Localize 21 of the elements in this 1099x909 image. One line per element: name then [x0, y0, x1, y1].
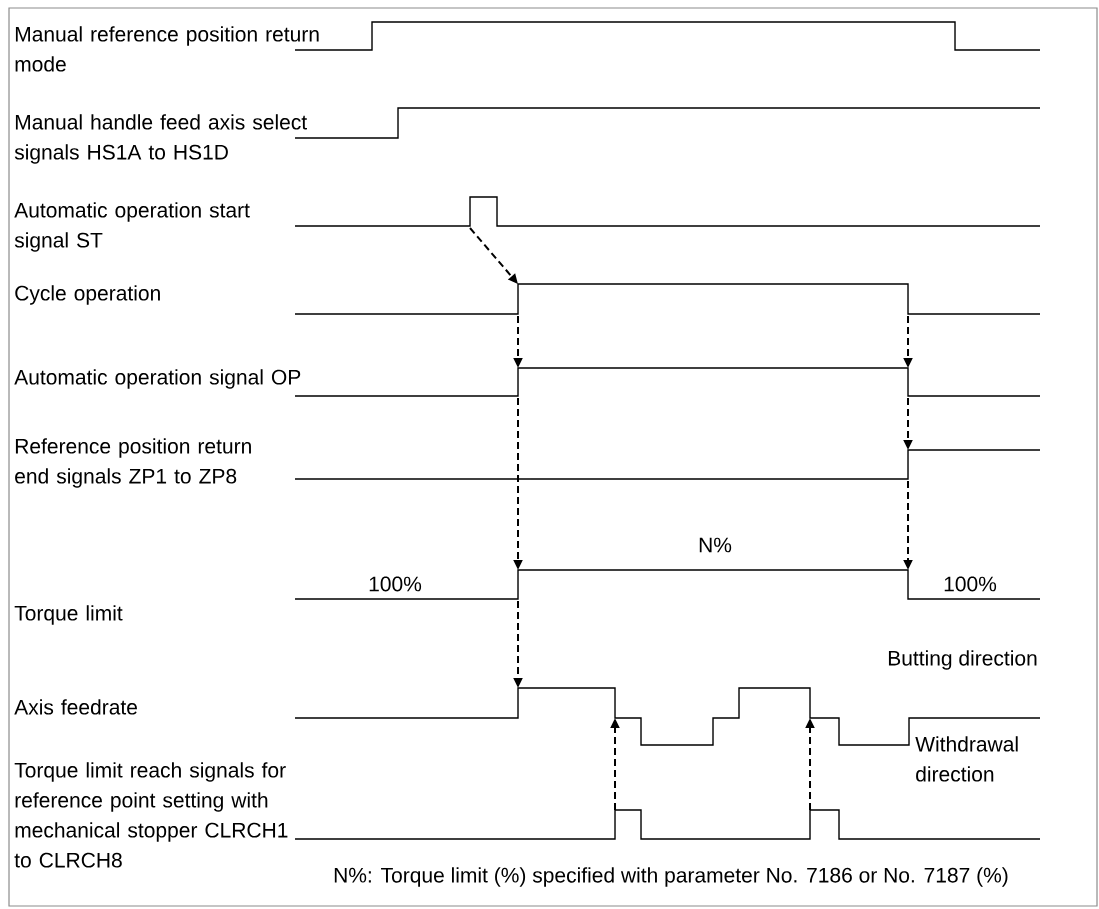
waveform [294, 809, 1041, 840]
label: 100% [369, 576, 422, 592]
label: Manual reference position return mode [15, 26, 319, 72]
label: N%: Torque limit (%) specified with parameter No. 7186 or No. 7187 (%) [334, 867, 1008, 887]
label: Axis feedrate [14, 699, 137, 715]
label: Torque limit [14, 605, 123, 625]
arrow [469, 227, 518, 284]
waveform [294, 196, 1041, 227]
label: Manual handle feed axis select signals HS1A to HS1D [14, 114, 307, 164]
label: N% [699, 537, 732, 553]
label: Automatic operation signal OP [14, 369, 301, 389]
label: Automatic operation start signal ST [14, 202, 250, 252]
label: 100% [944, 576, 997, 592]
label: Torque limit reach signals for reference point setting with mechanical stopper CLRCH1 to CLRCH8 [14, 762, 288, 868]
label: Butting direction [888, 650, 1037, 670]
label: Cycle operation [15, 285, 160, 305]
waveform [294, 569, 1041, 600]
label: Reference position return end signals ZP1 to ZP8 [15, 438, 251, 488]
waveform [529, 449, 1041, 480]
label: Withdrawal direction [915, 736, 1018, 782]
waveform [294, 283, 1041, 315]
